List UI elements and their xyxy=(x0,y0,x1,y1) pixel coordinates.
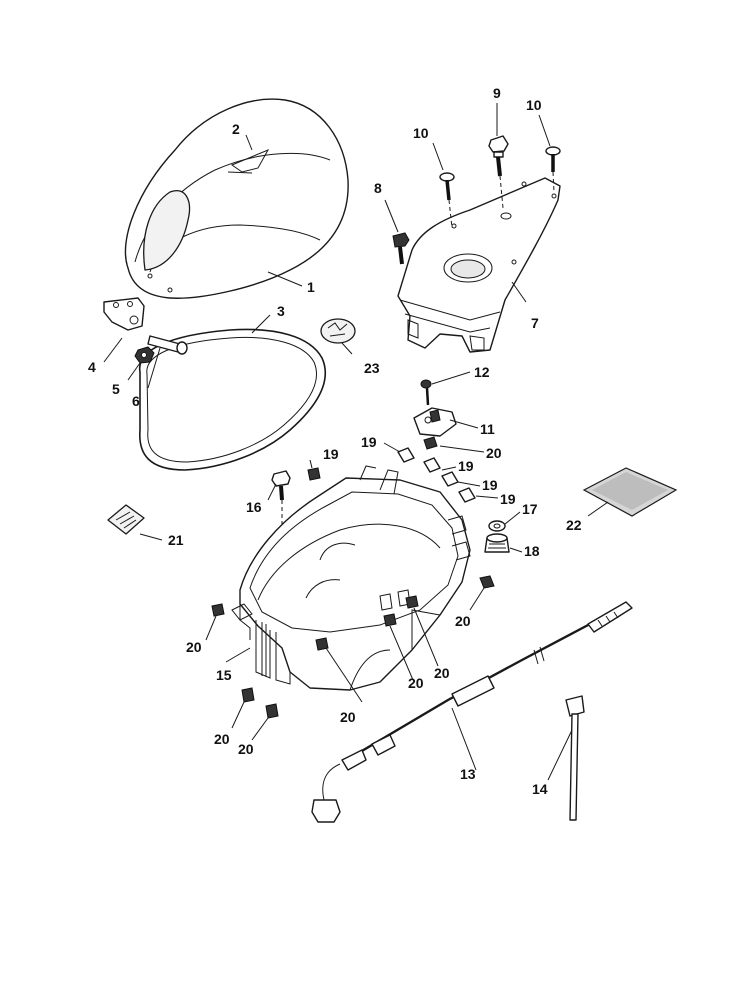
callout-19-e: 19 xyxy=(500,491,516,507)
callout-19-c: 19 xyxy=(458,458,474,474)
callout-labels: 1 2 3 4 5 6 7 8 9 10 10 11 12 13 14 15 1… xyxy=(88,85,582,797)
leader-lines xyxy=(103,103,609,781)
callout-12: 12 xyxy=(474,364,490,380)
grommet xyxy=(488,520,506,532)
seat-release-cable xyxy=(311,601,633,823)
label-22 xyxy=(582,467,678,517)
bolt-16 xyxy=(271,470,291,501)
callout-11: 11 xyxy=(480,421,495,437)
callout-7: 7 xyxy=(531,315,539,331)
callout-19-b: 19 xyxy=(323,446,339,462)
screw-10-right xyxy=(545,146,561,172)
callout-20-g: 20 xyxy=(214,731,230,747)
callout-20-h: 20 xyxy=(238,741,254,757)
callout-16: 16 xyxy=(246,499,262,515)
callout-22: 22 xyxy=(566,517,582,533)
callout-9: 9 xyxy=(493,85,501,101)
screw-9 xyxy=(488,135,509,177)
callout-19-d: 19 xyxy=(482,477,498,493)
cable-tie xyxy=(565,695,585,821)
callout-20-b: 20 xyxy=(186,639,202,655)
callout-5: 5 xyxy=(112,381,120,397)
storage-box xyxy=(231,465,471,691)
callout-14: 14 xyxy=(532,781,548,797)
callout-21: 21 xyxy=(168,532,184,548)
callout-3: 3 xyxy=(277,303,285,319)
callout-17: 17 xyxy=(522,501,538,517)
callout-15: 15 xyxy=(216,667,232,683)
screw-8 xyxy=(392,232,410,265)
clip-nuts-top xyxy=(307,436,495,589)
seat xyxy=(124,98,349,299)
callout-1: 1 xyxy=(307,279,315,295)
callout-10-left: 10 xyxy=(413,125,429,141)
callout-20-f: 20 xyxy=(455,613,471,629)
callout-23: 23 xyxy=(364,360,380,376)
callout-8: 8 xyxy=(374,180,382,196)
callout-20-c: 20 xyxy=(340,709,356,725)
callout-2: 2 xyxy=(232,121,240,137)
emblem xyxy=(320,318,356,344)
callout-19-a: 19 xyxy=(361,434,377,450)
callout-20-a: 20 xyxy=(486,445,502,461)
cover-plate xyxy=(397,177,561,353)
callout-13: 13 xyxy=(460,766,476,782)
hinge-pin xyxy=(147,335,188,355)
callout-10-right: 10 xyxy=(526,97,542,113)
clip-nuts-box xyxy=(211,595,419,719)
callout-18: 18 xyxy=(524,543,540,559)
bushing xyxy=(484,533,510,553)
latch xyxy=(413,407,457,437)
latch-screw xyxy=(420,379,432,406)
label-21 xyxy=(107,504,145,535)
callout-20-d: 20 xyxy=(408,675,424,691)
screw-10-left xyxy=(439,172,455,201)
callout-20-e: 20 xyxy=(434,665,450,681)
hinge-nut xyxy=(134,346,155,364)
callout-4: 4 xyxy=(88,359,96,375)
seat-seal-ring xyxy=(139,328,327,471)
seat-hinge xyxy=(103,297,145,331)
callout-6: 6 xyxy=(132,393,140,409)
